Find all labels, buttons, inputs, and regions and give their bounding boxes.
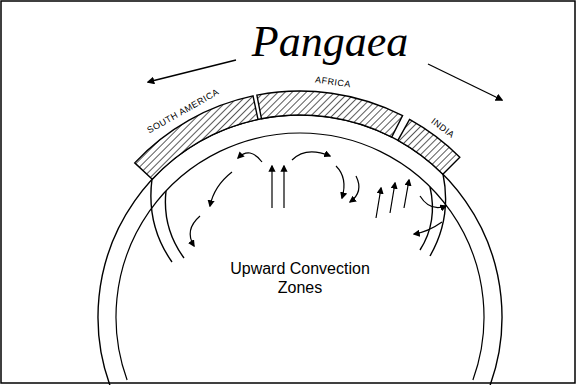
title: Pangaea [252, 20, 408, 64]
drift-arrow [428, 64, 502, 100]
convection-arrow [414, 222, 442, 234]
continent: AFRICA [312, 74, 353, 91]
earth-section [98, 91, 502, 385]
convection-arrow [350, 176, 359, 202]
convection-arrow [336, 166, 344, 198]
convection-arrow [376, 188, 381, 218]
continent-label: AFRICA [312, 74, 353, 91]
subduction-line [420, 187, 432, 250]
subduction-line [165, 191, 184, 258]
convection-arrow [292, 152, 330, 160]
convection-arrow [420, 196, 446, 208]
convection-arrows [151, 152, 446, 262]
convection-arrow [210, 172, 232, 206]
convection-arrow [190, 216, 200, 246]
convection-arrow [238, 153, 262, 162]
convection-arrow [271, 166, 272, 208]
zone-label: Upward Convection Zones [220, 259, 380, 297]
crust-line [116, 133, 484, 380]
convection-arrow [404, 180, 409, 208]
convection-arrow [283, 166, 284, 208]
convection-arrow [390, 183, 395, 213]
continent-shape [257, 91, 403, 137]
subduction-line [151, 179, 172, 262]
drift-arrow [148, 60, 236, 82]
